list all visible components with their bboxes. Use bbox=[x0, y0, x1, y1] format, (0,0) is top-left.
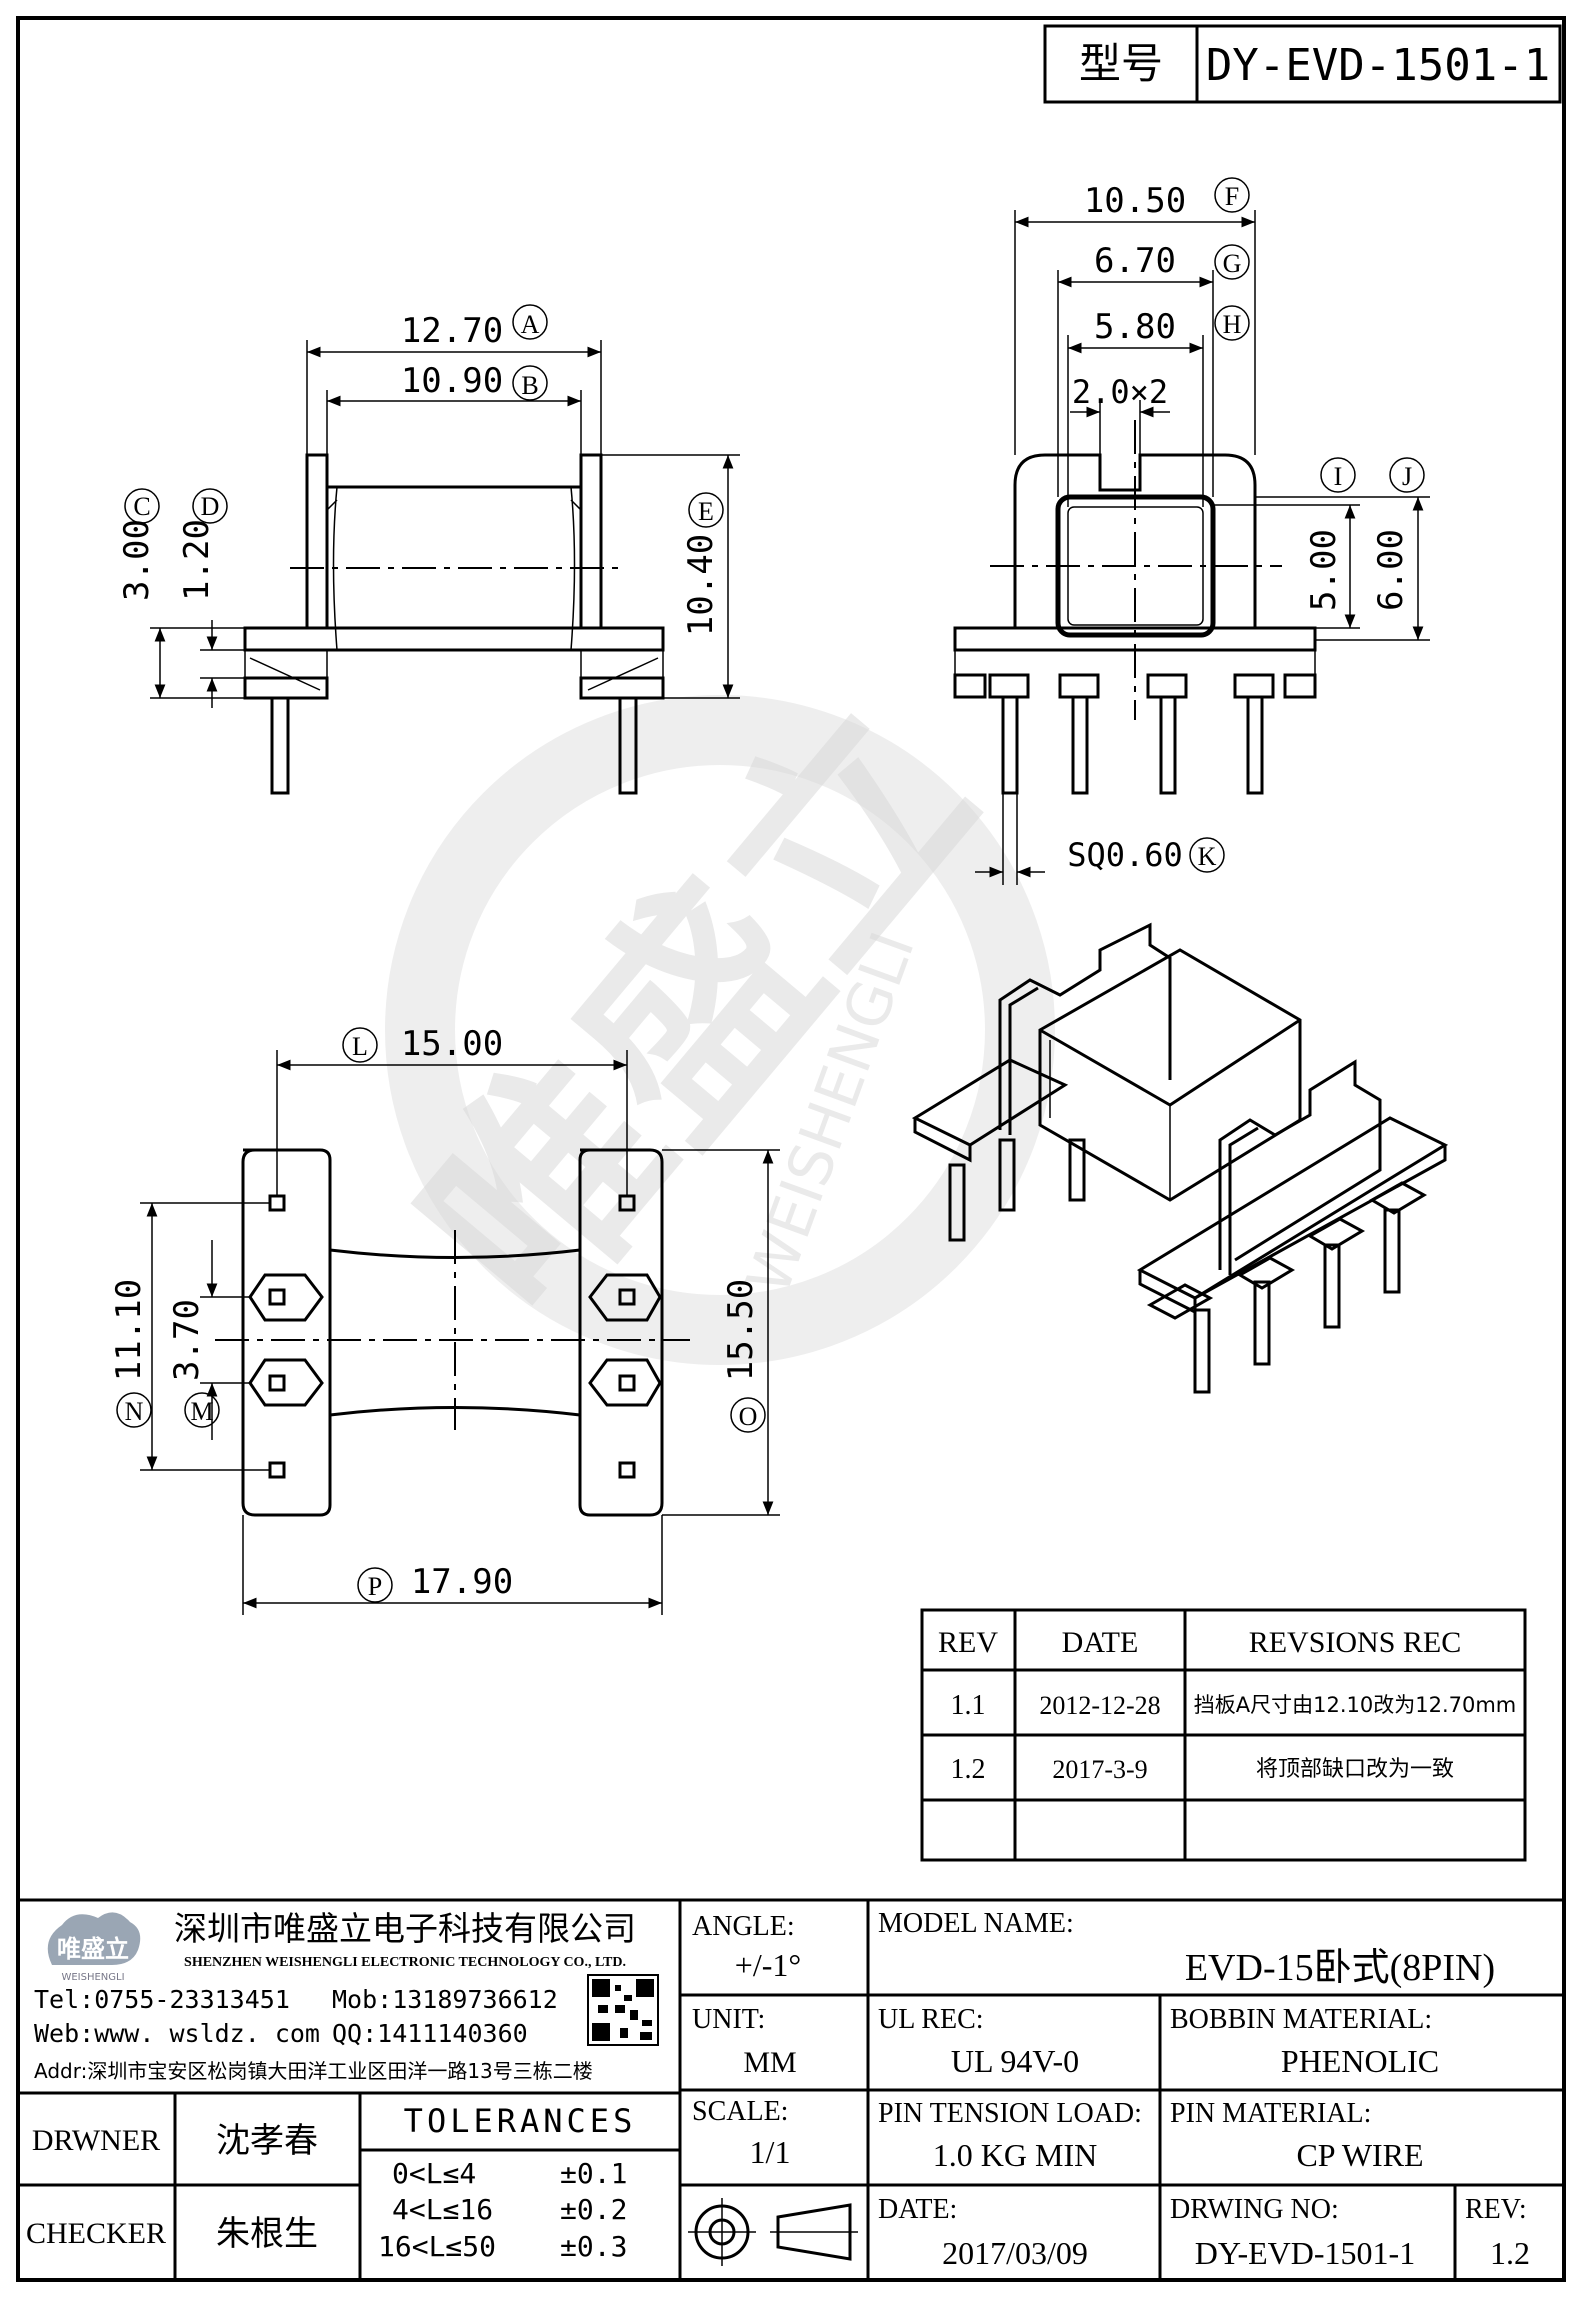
dim-b-letter: B bbox=[521, 371, 538, 400]
checker-value: 朱根生 bbox=[216, 2214, 318, 2254]
tol-range-1: 0<L≤4 bbox=[392, 2157, 476, 2190]
date-value: 2017/03/09 bbox=[942, 2235, 1088, 2271]
tol-value-1: ±0.1 bbox=[560, 2157, 627, 2190]
tol-range-3: 16<L≤50 bbox=[378, 2230, 496, 2263]
rev-row2-rev: 1.2 bbox=[951, 1754, 986, 1785]
rev-row1-date: 2012-12-28 bbox=[1039, 1691, 1160, 1720]
company-mob: Mob:13189736612 bbox=[332, 1985, 558, 2014]
dim-e-letter: E bbox=[698, 497, 714, 526]
company-logo: 唯盛立 WEISHENGLI bbox=[47, 1912, 141, 1983]
dim-h-value: 5.80 bbox=[1094, 307, 1176, 347]
tol-value-3: ±0.3 bbox=[560, 2230, 627, 2263]
tolerances-label: TOLERANCES bbox=[404, 2102, 637, 2140]
model-header: 型号 DY-EVD-1501-1 bbox=[1043, 24, 1562, 104]
dim-c-value: 3.00 bbox=[117, 519, 157, 601]
drwing-no-value: DY-EVD-1501-1 bbox=[1195, 2235, 1415, 2271]
dim-n-value: 11.10 bbox=[109, 1279, 149, 1381]
dim-i-value: 5.00 bbox=[1304, 529, 1344, 611]
company-tel: Tel:0755-23313451 bbox=[34, 1985, 290, 2014]
rev-row2-rec: 将顶部缺口改为一致 bbox=[1256, 1757, 1454, 1782]
dim-d-letter: D bbox=[201, 492, 220, 521]
dim-h-letter: H bbox=[1223, 310, 1242, 339]
dim-slot-value: 2.0×2 bbox=[1072, 373, 1168, 411]
scale-value: 1/1 bbox=[750, 2134, 791, 2170]
scale-label: SCALE: bbox=[692, 2096, 788, 2127]
model-name-label: MODEL NAME: bbox=[878, 1908, 1074, 1939]
date-label: DATE: bbox=[878, 2194, 957, 2225]
qr-code bbox=[587, 1974, 659, 2046]
rev-row2-date: 2017-3-9 bbox=[1052, 1755, 1147, 1784]
pin-label: PIN MATERIAL: bbox=[1170, 2098, 1371, 2129]
company-name-en: SHENZHEN WEISHENGLI ELECTRONIC TECHNOLOG… bbox=[184, 1955, 626, 1970]
angle-value: +/-1° bbox=[735, 1947, 801, 1983]
tension-value: 1.0 KG MIN bbox=[933, 2137, 1097, 2173]
dim-e-value: 10.40 bbox=[681, 534, 721, 636]
sheet-border bbox=[16, 16, 1566, 2282]
dim-l-value: 15.00 bbox=[401, 1024, 503, 1064]
logo-sub: WEISHENGLI bbox=[61, 1972, 124, 1983]
dim-i-letter: I bbox=[1334, 462, 1343, 491]
dim-j-letter: J bbox=[1402, 462, 1412, 491]
unit-value: MM bbox=[743, 2046, 796, 2079]
watermark-ring bbox=[385, 695, 1055, 1365]
bottom-view: 15.00 L 11.10 N 3.70 M 15.50 O 17.90 P bbox=[109, 1024, 780, 1615]
dim-g-letter: G bbox=[1223, 249, 1242, 278]
dim-m-value: 3.70 bbox=[167, 1299, 207, 1381]
dim-k-value: SQ0.60 bbox=[1067, 836, 1183, 874]
dim-d-value: 1.20 bbox=[177, 519, 217, 601]
dim-k-letter: K bbox=[1198, 842, 1217, 871]
front-view: 12.70 A 10.90 B 3.00 C 1.20 D 10.40 E bbox=[117, 304, 740, 795]
dim-l-letter: L bbox=[352, 1032, 368, 1061]
drawner-label: DRWNER bbox=[32, 2124, 160, 2157]
drawner-value: 沈孝春 bbox=[216, 2121, 318, 2161]
side-view: 10.50 F 6.70 G 5.80 H 2.0×2 5.00 I 6.00 bbox=[953, 177, 1430, 885]
drwing-no-label: DRWING NO: bbox=[1170, 2194, 1339, 2225]
dim-f-letter: F bbox=[1225, 182, 1239, 211]
model-number: DY-EVD-1501-1 bbox=[1206, 40, 1550, 91]
dim-f-value: 10.50 bbox=[1084, 181, 1186, 221]
dim-o-value: 15.50 bbox=[721, 1279, 761, 1381]
tension-label: PIN TENSION LOAD: bbox=[878, 2098, 1142, 2129]
dim-n-letter: N bbox=[125, 1397, 144, 1426]
revision-table: REV DATE REVSIONS REC 1.1 2012-12-28 挡板A… bbox=[920, 1608, 1527, 1862]
rev-row1-rec: 挡板A尺寸由12.10改为12.70mm bbox=[1194, 1693, 1517, 1717]
bobbin-value: PHENOLIC bbox=[1281, 2043, 1439, 2079]
pin-value: CP WIRE bbox=[1296, 2137, 1423, 2173]
bobbin-label: BOBBIN MATERIAL: bbox=[1170, 2004, 1432, 2035]
dim-c-letter: C bbox=[133, 492, 150, 521]
isometric-view bbox=[911, 922, 1449, 1394]
tol-value-2: ±0.2 bbox=[560, 2193, 627, 2226]
projection-symbol-icon bbox=[688, 2198, 858, 2266]
dim-j-value: 6.00 bbox=[1371, 529, 1411, 611]
rev-header-date: DATE bbox=[1062, 1626, 1139, 1659]
dim-p-letter: P bbox=[368, 1572, 382, 1601]
angle-label: ANGLE: bbox=[692, 1911, 795, 1942]
rev-row1-rev: 1.1 bbox=[951, 1690, 986, 1721]
unit-label: UNIT: bbox=[692, 2004, 765, 2035]
tol-range-2: 4<L≤16 bbox=[392, 2193, 493, 2226]
company-qq: QQ:1411140360 bbox=[332, 2019, 528, 2048]
dim-p-value: 17.90 bbox=[411, 1562, 513, 1602]
ul-value: UL 94V-0 bbox=[951, 2043, 1079, 2079]
model-name-value: EVD-15卧式(8PIN) bbox=[1185, 1947, 1495, 1989]
logo-text: 唯盛立 bbox=[57, 1935, 129, 1963]
dim-o-letter: O bbox=[739, 1402, 758, 1431]
checker-label: CHECKER bbox=[26, 2217, 166, 2250]
title-block: 唯盛立 WEISHENGLI 深圳市唯盛立电子科技有限公司 SHENZHEN W… bbox=[18, 1898, 1564, 2280]
company-address: Addr:深圳市宝安区松岗镇大田洋工业区田洋一路13号三栋二楼 bbox=[34, 2059, 593, 2083]
company-name-cn: 深圳市唯盛立电子科技有限公司 bbox=[174, 1909, 636, 1948]
dim-b-value: 10.90 bbox=[401, 361, 503, 401]
ul-label: UL REC: bbox=[878, 2004, 984, 2035]
rev-header-rev: REV bbox=[938, 1626, 998, 1659]
dim-a-value: 12.70 bbox=[401, 311, 503, 351]
dim-a-letter: A bbox=[521, 310, 540, 339]
rev-label: REV: bbox=[1465, 2194, 1527, 2225]
model-label: 型号 bbox=[1079, 39, 1163, 88]
dim-g-value: 6.70 bbox=[1094, 241, 1176, 281]
rev-value: 1.2 bbox=[1490, 2235, 1530, 2271]
dim-m-letter: M bbox=[190, 1397, 213, 1426]
company-web: Web:www. wsldz. com bbox=[34, 2019, 320, 2048]
rev-header-rec: REVSIONS REC bbox=[1249, 1626, 1462, 1659]
